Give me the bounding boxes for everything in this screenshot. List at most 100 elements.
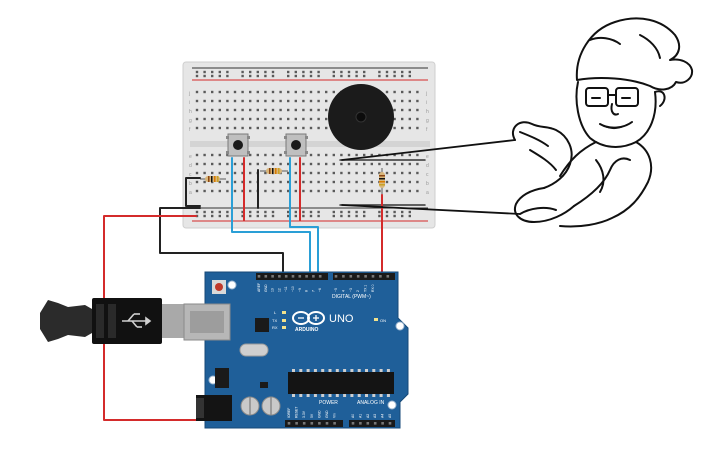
header-pin[interactable] — [356, 275, 360, 278]
rail-hole — [363, 74, 366, 78]
rail-hole — [378, 74, 381, 78]
breadboard-hole — [309, 108, 313, 112]
row-letters-left: j i h g f e d c b a — [188, 91, 192, 196]
header-pin[interactable] — [318, 422, 321, 425]
drawing-arm-detail — [595, 159, 605, 193]
header-pin[interactable] — [386, 275, 390, 278]
header-pin[interactable] — [388, 422, 392, 425]
header-pin[interactable] — [271, 275, 274, 278]
breadboard-hole — [378, 162, 381, 166]
chip-pin — [379, 369, 383, 372]
header-pin[interactable] — [334, 275, 338, 278]
led-on-label: ON — [380, 318, 386, 323]
breadboard-hole — [401, 153, 404, 157]
breadboard-hole — [347, 162, 351, 166]
breadboard-hole — [393, 171, 396, 175]
resistor-band — [269, 168, 271, 174]
resistor-1[interactable] — [200, 176, 226, 182]
header-pin[interactable] — [371, 275, 375, 278]
header-pin[interactable] — [287, 422, 291, 425]
header-pin[interactable] — [278, 275, 281, 278]
breadboard-hole — [203, 99, 206, 103]
header-pin[interactable] — [373, 422, 377, 425]
breadboard-hole — [370, 171, 373, 175]
rail-hole — [226, 70, 229, 74]
arduino-logo-text: ARDUINO — [295, 327, 318, 333]
header-pin[interactable] — [284, 275, 288, 278]
rail-hole — [195, 210, 199, 214]
resistor-band — [272, 168, 274, 174]
header-pin[interactable] — [333, 422, 336, 425]
header-pin[interactable] — [291, 275, 295, 278]
usb-cable[interactable] — [40, 298, 184, 344]
wire-black[interactable] — [159, 207, 284, 277]
breadboard-hole — [287, 90, 290, 94]
row-letter: f — [426, 127, 428, 133]
rail-hole — [203, 214, 206, 218]
row-letter: h — [189, 109, 192, 115]
rail-hole — [302, 214, 305, 218]
rail-hole — [195, 70, 199, 74]
breadboard-hole — [401, 171, 404, 175]
pin-label: 2 — [356, 290, 360, 292]
chip-pin — [321, 369, 325, 372]
header-pin[interactable] — [381, 422, 384, 425]
header-pin[interactable] — [257, 275, 261, 278]
header-pin[interactable] — [312, 275, 315, 278]
header-pin[interactable] — [318, 275, 322, 278]
resistor-band — [379, 181, 385, 183]
breadboard-hole — [416, 180, 419, 184]
header-pin[interactable] — [342, 275, 345, 278]
breadboard-hole — [203, 126, 206, 130]
header-pin[interactable] — [351, 422, 355, 425]
rail-hole — [287, 74, 290, 78]
header-pin[interactable] — [295, 422, 298, 425]
breadboard-hole — [347, 171, 351, 175]
breadboard-hole — [332, 90, 335, 94]
breadboard-hole — [195, 180, 199, 184]
rail-hole — [401, 210, 404, 214]
header-pin[interactable] — [305, 275, 308, 278]
resistor-body — [379, 172, 385, 188]
resistor-3[interactable] — [379, 168, 385, 195]
header-pin[interactable] — [325, 422, 329, 425]
header-pin[interactable] — [379, 275, 382, 278]
breadboard-hole — [271, 180, 275, 184]
pushbutton-2[interactable] — [284, 133, 308, 157]
button-leg — [305, 151, 308, 154]
breadboard-hole — [249, 171, 252, 175]
header-pin[interactable] — [349, 275, 353, 278]
wire-blue[interactable] — [289, 157, 319, 277]
wire-black[interactable] — [185, 177, 201, 207]
header-pin[interactable] — [264, 275, 268, 278]
wire-blue[interactable] — [231, 157, 311, 277]
breadboard-hole — [302, 90, 305, 94]
chip-pin — [365, 369, 368, 372]
breadboard: j i h g f e d c b a j i h g f e d c b a — [182, 61, 436, 229]
pin-label: GND — [325, 410, 329, 418]
arduino-infinity-logo — [292, 311, 325, 325]
chip-pin — [343, 369, 347, 372]
header-pin[interactable] — [298, 275, 302, 278]
header-pin[interactable] — [302, 422, 306, 425]
rail-hole — [401, 70, 404, 74]
header-pin[interactable] — [364, 275, 367, 278]
breadboard-hole — [309, 126, 313, 130]
breadboard-hole — [317, 117, 320, 121]
breadboard-hole — [370, 180, 373, 184]
resistor-band — [214, 176, 216, 182]
breadboard-hole — [302, 126, 305, 130]
header-pin[interactable] — [359, 422, 362, 425]
header-pin[interactable] — [310, 422, 314, 425]
header-pin[interactable] — [366, 422, 370, 425]
breadboard-hole — [233, 108, 237, 112]
rail-hole — [385, 70, 389, 74]
breadboard-hole — [271, 189, 275, 193]
piezo-buzzer[interactable] — [328, 84, 394, 150]
resistor-band — [208, 176, 210, 182]
pushbutton-1[interactable] — [226, 133, 250, 157]
resistor-2[interactable] — [260, 168, 288, 174]
breadboard-hole — [355, 189, 358, 193]
